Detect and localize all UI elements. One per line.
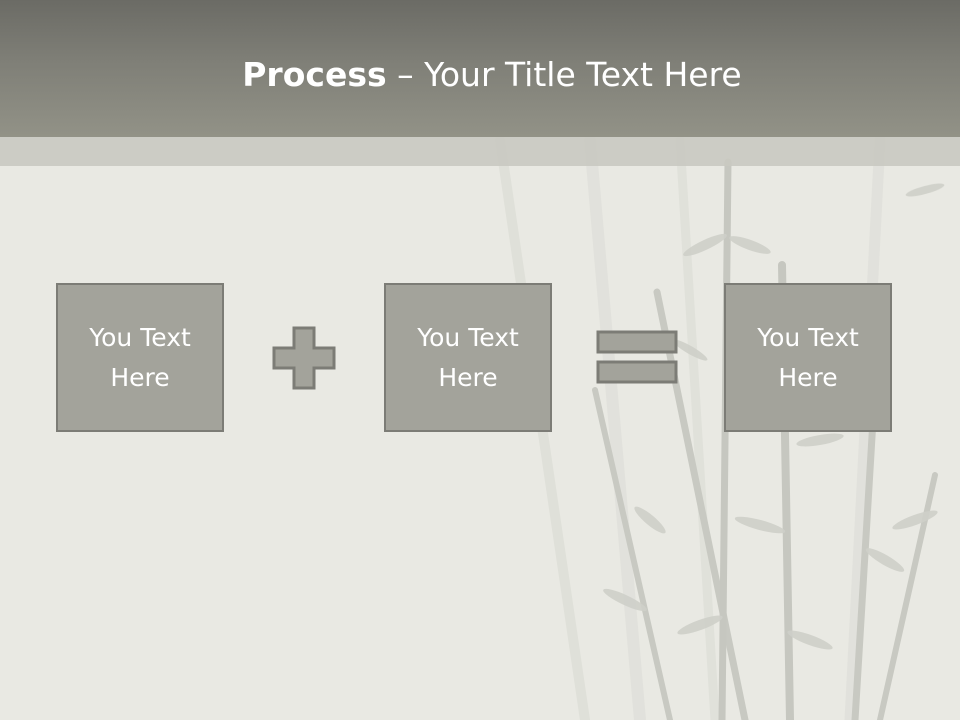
title-dash: –	[386, 55, 425, 94]
process-box-2-text: You Text Here	[417, 322, 519, 392]
equals-icon	[596, 330, 678, 384]
title-band	[0, 137, 960, 166]
title-bar	[0, 0, 960, 137]
process-box-1-text: You Text Here	[89, 322, 191, 392]
title-rest: Your Title Text Here	[424, 55, 742, 94]
process-box-3[interactable]: You Text Here	[724, 283, 892, 432]
process-box-3-text: You Text Here	[757, 322, 859, 392]
plus-icon	[272, 326, 336, 390]
process-box-2[interactable]: You Text Here	[384, 283, 552, 432]
title-bold: Process	[242, 55, 387, 94]
process-box-1[interactable]: You Text Here	[56, 283, 224, 432]
slide-title: Process – Your Title Text Here	[0, 52, 960, 98]
